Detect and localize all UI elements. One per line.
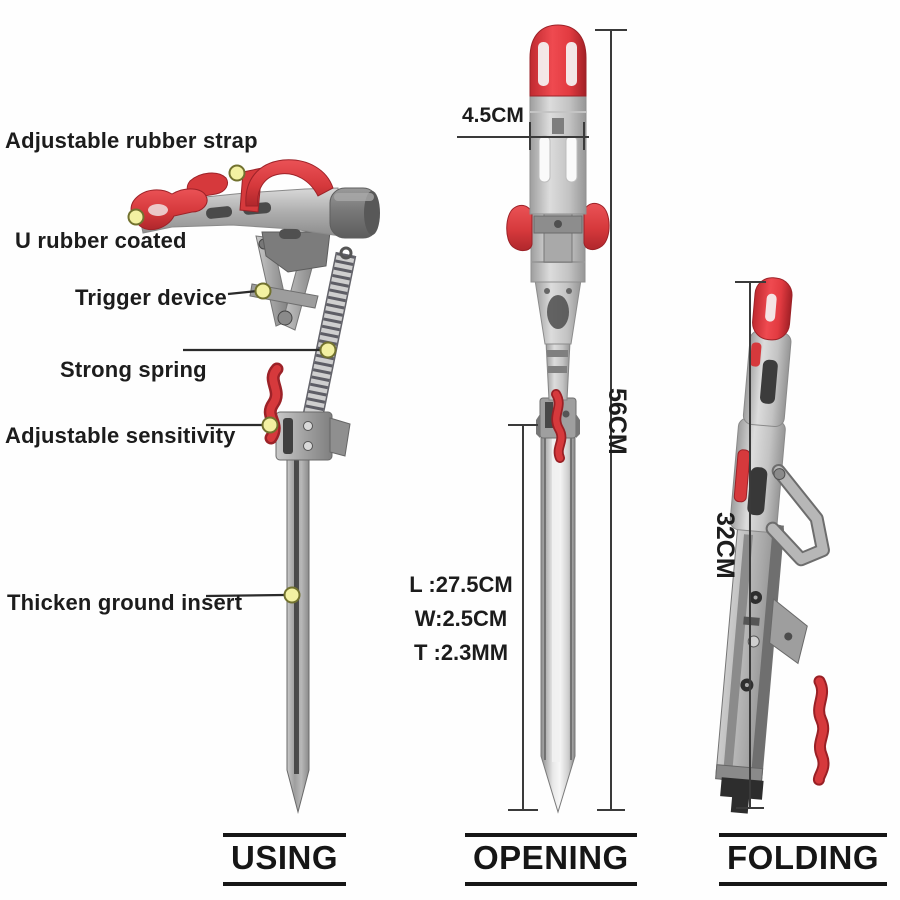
opening-view-illustration <box>506 24 610 814</box>
folding-view-illustration <box>715 277 830 814</box>
spec-spike-width: W:2.5CM <box>414 606 508 631</box>
part-label-thicken-ground-insert: Thicken ground insert <box>7 590 243 615</box>
dimension-label-open-length: 56CM <box>603 388 631 455</box>
spec-spike-length: L :27.5CM <box>409 572 513 597</box>
dimension-label-folded-length: 32CM <box>711 512 739 579</box>
part-label-u-rubber-coated: U rubber coated <box>15 228 187 253</box>
dimension-label-tube-diameter: 4.5CM <box>462 104 524 127</box>
spec-spike-thickness: T :2.3MM <box>413 640 509 665</box>
caption-using: USING <box>223 833 347 886</box>
callout-dot-icons <box>127 164 337 604</box>
part-label-trigger-device: Trigger device <box>75 285 227 310</box>
caption-opening: OPENING <box>465 833 637 886</box>
dimension-lines <box>457 29 766 811</box>
caption-folding: FOLDING <box>719 833 887 886</box>
spike-spec-block: L :27.5CM W:2.5CM T :2.3MM <box>400 568 522 670</box>
part-label-adjustable-sensitivity: Adjustable sensitivity <box>5 423 236 448</box>
leader-lines <box>183 289 320 598</box>
part-label-adjustable-rubber-strap: Adjustable rubber strap <box>5 128 258 153</box>
using-view-illustration <box>130 159 380 814</box>
part-label-strong-spring: Strong spring <box>60 357 207 382</box>
